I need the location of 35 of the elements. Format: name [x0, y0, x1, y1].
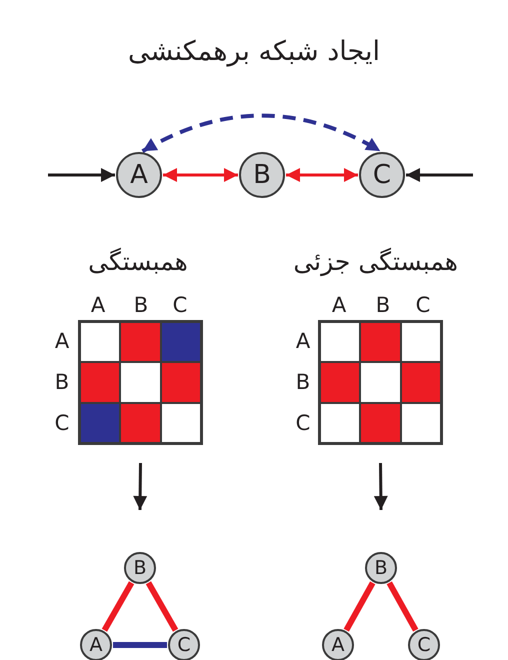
dashed-arrow: [142, 114, 382, 154]
matrix-heading: همبستگی: [87, 246, 189, 278]
connector-line: [386, 581, 418, 632]
connector-line: [113, 642, 167, 648]
axis-letter: C: [172, 293, 188, 317]
arrow: [286, 168, 358, 182]
arrow: [163, 168, 238, 182]
axis-letter: A: [90, 293, 106, 317]
arrow: [374, 462, 388, 510]
axis-letter: C: [294, 411, 312, 435]
arrow: [133, 462, 148, 510]
connector-line: [344, 581, 376, 632]
diagram-title: ایجاد شبکه برهمکنشی: [127, 36, 381, 67]
arrow: [406, 168, 473, 182]
node-circle: A: [80, 629, 112, 660]
axis-letter: B: [132, 293, 150, 317]
axis-letter: B: [294, 370, 312, 394]
node-circle: B: [239, 152, 285, 198]
node-circle: A: [116, 152, 162, 198]
axis-letter: A: [294, 329, 312, 353]
axis-letter: B: [54, 370, 70, 394]
node-circle: C: [359, 152, 405, 198]
node-circle: C: [168, 629, 200, 660]
axis-letter: A: [330, 293, 348, 317]
node-circle: B: [365, 552, 397, 584]
connector-line: [102, 581, 134, 632]
connector-line: [146, 581, 178, 632]
axis-letter: A: [54, 329, 70, 353]
node-circle: B: [124, 552, 156, 584]
axis-letter: C: [54, 411, 70, 435]
axis-letter: B: [374, 293, 392, 317]
node-circle: A: [322, 629, 354, 660]
arrow: [48, 168, 115, 182]
axis-letter: C: [414, 293, 432, 317]
node-circle: C: [408, 629, 440, 660]
